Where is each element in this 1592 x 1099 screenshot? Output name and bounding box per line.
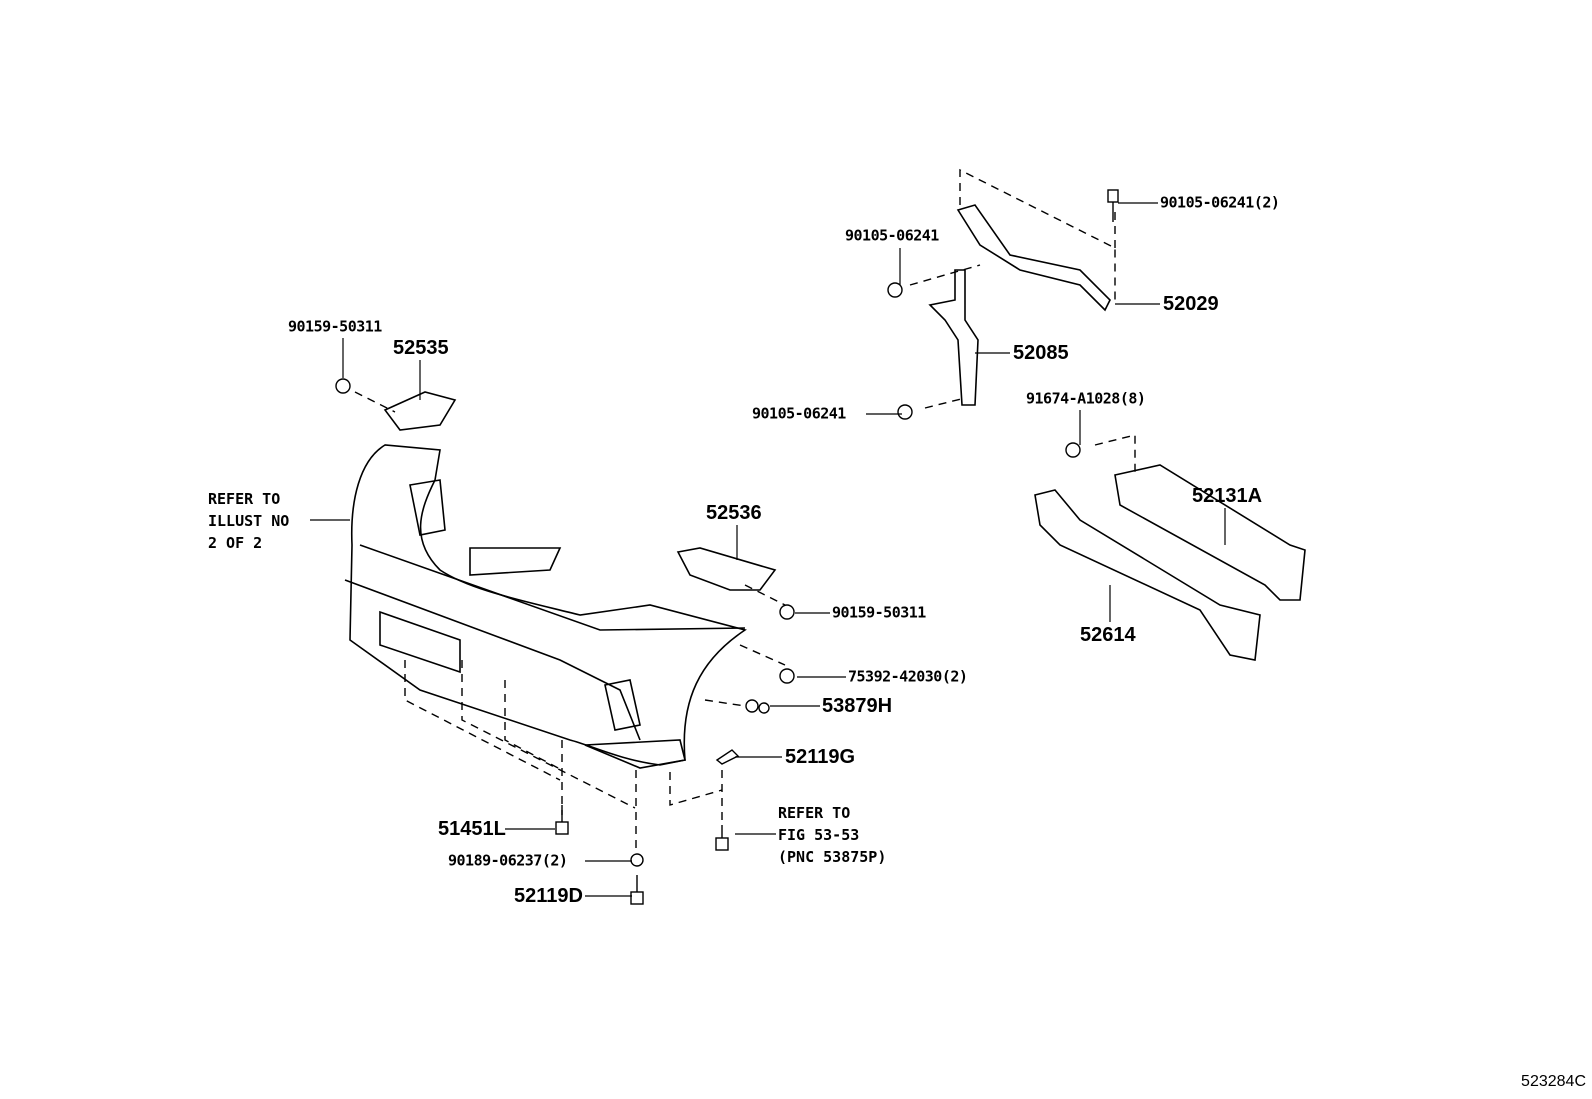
part-label-52536[interactable]: 52536 bbox=[706, 502, 762, 524]
part-label-52614[interactable]: 52614 bbox=[1080, 624, 1136, 646]
part-label-52119g[interactable]: 52119G bbox=[785, 746, 856, 768]
figure-id: 523284C bbox=[1521, 1073, 1586, 1090]
part-label-90159-50311-left[interactable]: 90159-50311 bbox=[288, 317, 382, 336]
part-label-52119d[interactable]: 52119D bbox=[514, 885, 583, 907]
note-refer-fig: REFER TO FIG 53-53 (PNC 53875P) bbox=[778, 802, 886, 868]
note-line: REFER TO bbox=[778, 804, 851, 822]
part-label-91674-a1028[interactable]: 91674-A1028(8) bbox=[1026, 389, 1146, 408]
bracket-52536-shape bbox=[676, 547, 777, 591]
part-label-52085[interactable]: 52085 bbox=[1013, 342, 1069, 364]
note-refer-illust: REFER TO ILLUST NO 2 OF 2 bbox=[208, 488, 289, 554]
note-line: 2 OF 2 bbox=[208, 534, 263, 552]
part-label-52029[interactable]: 52029 bbox=[1163, 293, 1219, 315]
assembly-dashed-lines bbox=[354, 168, 1136, 850]
bumper-cover-shape bbox=[344, 444, 747, 769]
fasteners bbox=[335, 189, 1119, 905]
part-label-90105-06241-lower[interactable]: 90105-06241 bbox=[752, 404, 846, 423]
note-line: (PNC 53875P) bbox=[778, 848, 887, 866]
note-line: ILLUST NO bbox=[208, 512, 290, 530]
part-label-90189-06237[interactable]: 90189-06237(2) bbox=[448, 851, 568, 870]
part-label-52535[interactable]: 52535 bbox=[393, 337, 449, 359]
part-label-90105-06241-2[interactable]: 90105-06241(2) bbox=[1160, 193, 1280, 212]
part-label-90159-50311-right[interactable]: 90159-50311 bbox=[832, 603, 926, 622]
support-52085-shape bbox=[928, 269, 979, 406]
reinforcement-52131A-shape bbox=[1114, 464, 1306, 601]
absorber-52614-shape bbox=[1034, 489, 1261, 661]
support-52029-shape bbox=[956, 204, 1111, 312]
bracket-52535-shape bbox=[383, 391, 457, 431]
leader-lines bbox=[310, 202, 1226, 897]
part-label-51451l[interactable]: 51451L bbox=[438, 818, 506, 840]
part-label-75392-42030[interactable]: 75392-42030(2) bbox=[848, 667, 968, 686]
part-label-53879h[interactable]: 53879H bbox=[822, 695, 893, 717]
note-line: REFER TO bbox=[208, 490, 281, 508]
note-line: FIG 53-53 bbox=[778, 826, 860, 844]
part-label-52131a[interactable]: 52131A bbox=[1192, 485, 1263, 507]
part-label-90105-06241-upper[interactable]: 90105-06241 bbox=[845, 226, 939, 245]
